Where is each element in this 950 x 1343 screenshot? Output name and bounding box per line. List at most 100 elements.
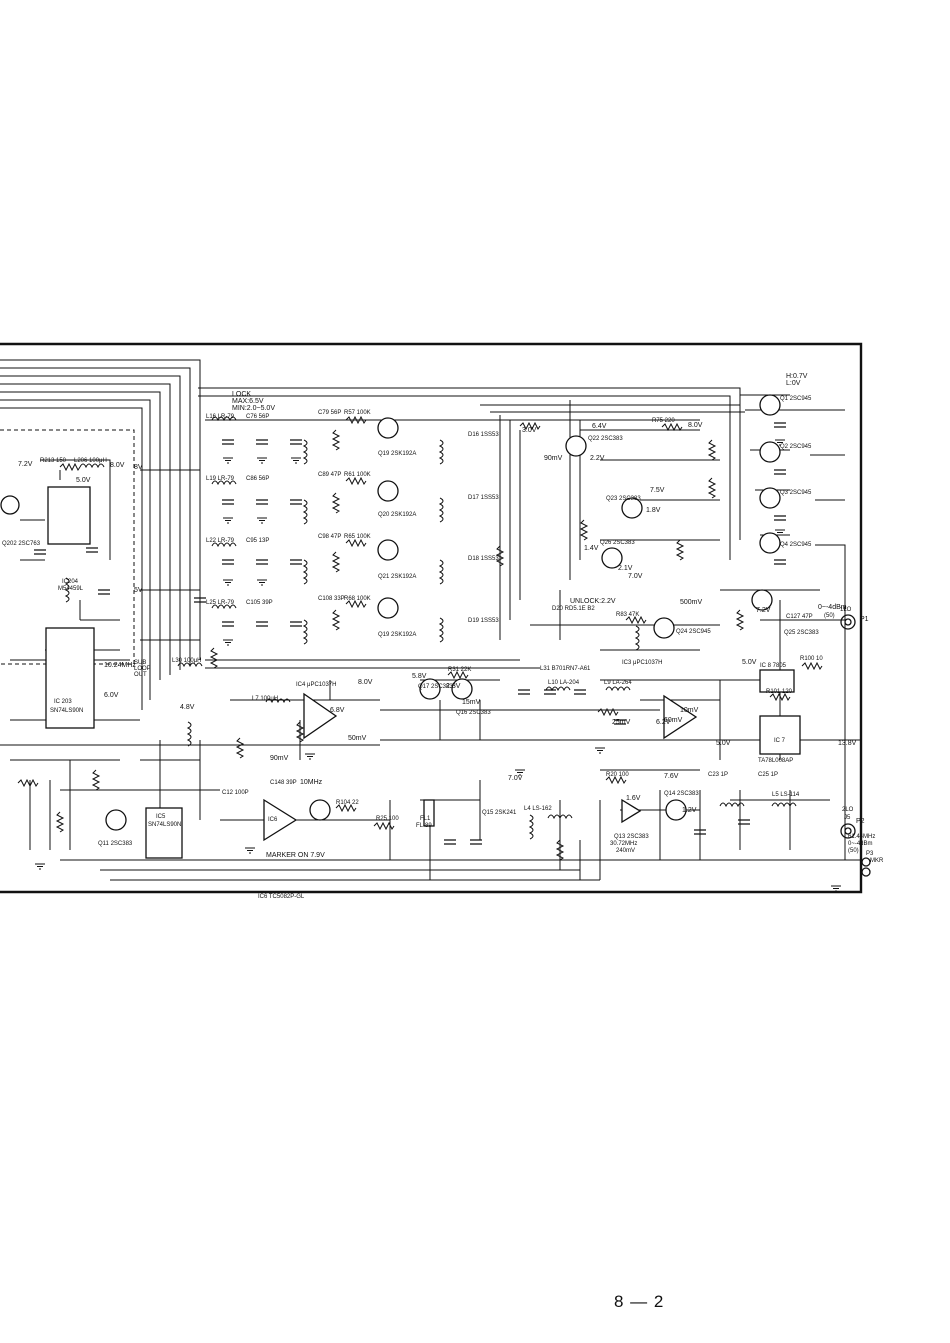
c12-label: C12 100P <box>222 790 249 796</box>
v-8v0b: 8.0V <box>358 679 373 686</box>
v-6v4: 6.4V <box>592 423 607 430</box>
jack-1lo: 1LO <box>840 607 852 613</box>
l4-label: L4 LS-162 <box>524 806 552 812</box>
page-number: 8 — 2 <box>614 1292 665 1311</box>
c79-label: C79 56P <box>318 410 341 416</box>
c148-label: C148 39P <box>270 780 297 786</box>
c25-label: C25 1P <box>758 772 778 778</box>
l31-label: L31 B701RN7-A61 <box>540 666 591 672</box>
v-15mv: 15mV <box>462 699 481 706</box>
v-2v2: 2.2V <box>590 455 605 462</box>
q15-label: Q15 2SK241 <box>482 810 517 816</box>
v-4v8: 4.8V <box>180 704 195 711</box>
ic8-label: IC 8 7805 <box>760 663 787 669</box>
v-8v0a: 8.0V <box>110 462 125 469</box>
port-p2-freq: 61.44MHz <box>848 834 875 840</box>
port-p2: P2 <box>856 818 865 825</box>
d19-label: D19 1SS53 <box>468 618 499 624</box>
ic203-label: IC 203 <box>54 699 72 705</box>
q16-label: Q16 2SC383 <box>456 710 491 716</box>
port-p1-level: 0~-4dBm <box>818 604 847 611</box>
c86-label: C86 56P <box>246 476 269 482</box>
port-p1-imp: (50) <box>824 613 835 619</box>
v-1v4: 1.4V <box>584 545 599 552</box>
v-90mv-b: 90mV <box>270 755 289 762</box>
c23-label: C23 1P <box>708 772 728 778</box>
ic204-part: M54459L <box>58 586 84 592</box>
ic7-part: TA78L008AP <box>758 758 793 764</box>
q11-label: Q11 2SC383 <box>98 841 133 847</box>
ic7-label: IC 7 <box>774 738 786 744</box>
v-7v0b: 7.0V <box>508 775 523 782</box>
c98-label: C98 47P <box>318 534 341 540</box>
v-5v0b: 5.0V <box>742 659 757 666</box>
d18-label: D18 1SS53 <box>468 556 499 562</box>
v-500mv: 500mV <box>680 599 703 606</box>
q2-label: Q2 2SC945 <box>780 444 812 450</box>
c89-label: C89 47P <box>318 472 341 478</box>
v-10mv: 10mV <box>680 707 699 714</box>
port-p2-imp: (50) <box>848 848 859 854</box>
c105-label: C105 39P <box>246 600 273 606</box>
ic4-label: IC4 μPC1037H <box>296 682 336 688</box>
connectors <box>840 614 871 877</box>
v-8v: 8V <box>134 464 143 471</box>
l5-label: L5 LS-114 <box>772 792 800 798</box>
r101-label: R101 120 <box>766 689 793 695</box>
v-7v6: 7.6V <box>664 773 679 780</box>
r65-label: R65 100K <box>344 534 371 540</box>
d20-label: D20 RD5.1E B2 <box>552 606 595 612</box>
q17-label: Q17 2SC383 <box>418 684 453 690</box>
d17-label: D17 1SS53 <box>468 495 499 501</box>
c95-label: C95 13P <box>246 538 269 544</box>
marker-note: MARKER ON 7.9V <box>266 852 325 859</box>
v-1v6: 1.6V <box>626 795 641 802</box>
r25-label: R25 100 <box>376 816 399 822</box>
v-10mhz: 10MHz <box>300 779 323 786</box>
l206-label: L206 100μH <box>74 458 107 464</box>
sub-loop-2: LOOP <box>134 666 151 672</box>
port-p1: P1 <box>860 616 869 623</box>
ic204-label: IC204 <box>62 579 79 585</box>
l16-label: L16 LR-79 <box>206 414 235 420</box>
lock-max: MAX:6.5V <box>232 398 264 405</box>
v-5v0c: 5.0V <box>716 740 731 747</box>
r57-label: R57 100K <box>344 410 371 416</box>
v-1v8: 1.8V <box>646 507 661 514</box>
r61-label: R61 100K <box>344 472 371 478</box>
lock-min: MIN:2.0~5.0V <box>232 405 275 412</box>
port-mkr: MKR <box>870 858 884 864</box>
v-25mv: 25mV <box>612 719 631 726</box>
l19-label: L19 LR-79 <box>206 476 235 482</box>
lock-label: LOCK <box>232 391 251 398</box>
labels: LOCK MAX:6.5V MIN:2.0~5.0V H:0.7V L:0V U… <box>2 373 884 900</box>
v-7v2: 7.2V <box>18 461 33 468</box>
v-6v0: 6.0V <box>104 692 119 699</box>
hl-note2: L:0V <box>786 380 801 387</box>
c76-label: C76 56P <box>246 414 269 420</box>
q19-label: Q19 2SK192A <box>378 451 416 457</box>
r68-label: R68 100K <box>344 596 371 602</box>
v-10mhz24: 10.24MHz <box>104 662 136 669</box>
q202-label: Q202 2SC763 <box>2 541 41 547</box>
r100-label: R100 10 <box>800 656 823 662</box>
l30-label: L30 100μH <box>172 658 201 664</box>
q23-label: Q23 2SC383 <box>606 496 641 502</box>
l22-label: L22 LR-79 <box>206 538 235 544</box>
v-2v1: 2.1V <box>618 565 633 572</box>
sub-loop-1: SUB <box>134 660 146 666</box>
ic3-label: IC3 μPC1037H <box>622 660 662 666</box>
r31-label: R31 22K <box>448 667 471 673</box>
ic5-label: IC5 <box>156 814 166 820</box>
q21b-label: Q19 2SK192A <box>378 632 416 638</box>
jack-j5: J5 <box>844 815 851 821</box>
q14-label: Q14 2SC383 <box>664 791 699 797</box>
r75-label: R75 220 <box>652 418 675 424</box>
c127-label: C127 47P <box>786 614 813 620</box>
l25-label: L25 LR-79 <box>206 600 235 606</box>
v-2v3: 2.3V <box>446 683 461 690</box>
q13-lvl: 240mV <box>616 848 635 854</box>
v-50mv: 50mV <box>348 735 367 742</box>
v-7v0: 7.0V <box>628 573 643 580</box>
v-3v0: 3.0V <box>522 427 537 434</box>
